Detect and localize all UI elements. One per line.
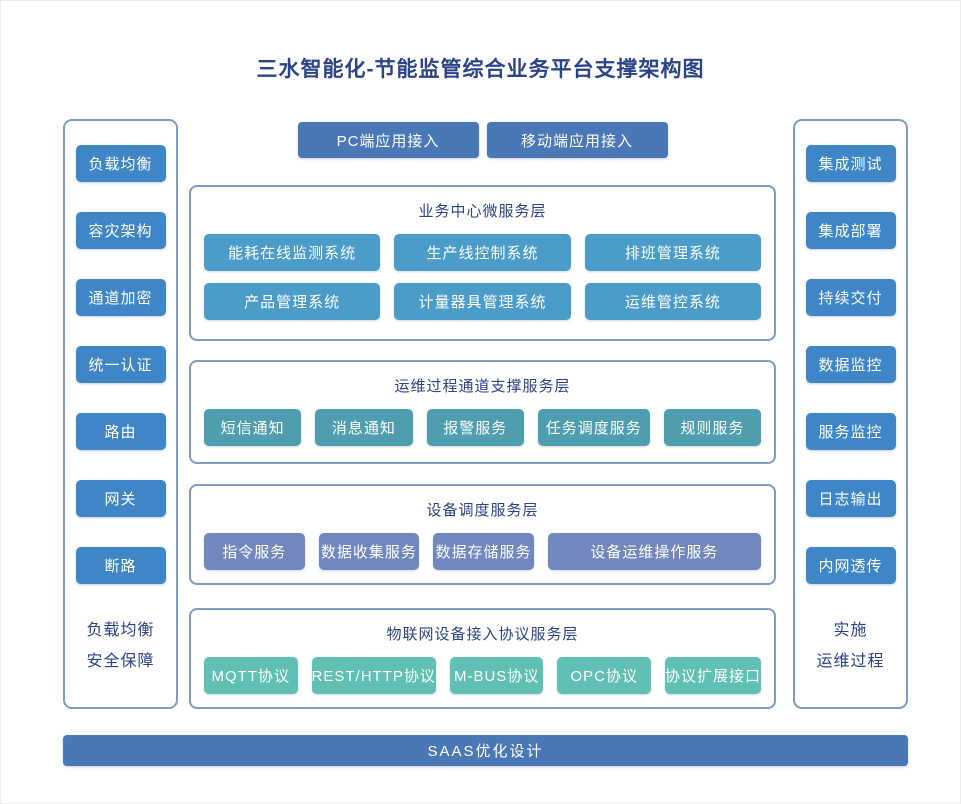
node-load-balancing: 负载均衡 — [75, 145, 166, 182]
node-device-ops-operation-service: 设备运维操作服务 — [547, 533, 762, 570]
node-disaster-recovery: 容灾架构 — [75, 212, 166, 249]
node-unified-auth: 统一认证 — [75, 346, 166, 383]
right-rail-caption-line1: 实施 — [833, 622, 868, 639]
left-rail-caption: 负载均衡 安全保障 — [86, 615, 154, 677]
node-command-service: 指令服务 — [204, 533, 305, 570]
right-rail-caption-line2: 运维过程 — [816, 653, 885, 670]
node-continuous-delivery: 持续交付 — [805, 279, 896, 316]
node-gateway: 网关 — [75, 480, 166, 517]
node-service-monitoring: 服务监控 — [805, 413, 896, 450]
iot-row: MQTT协议 REST/HTTP协议 M-BUS协议 OPC协议 协议扩展接口 — [204, 657, 761, 694]
right-rail-implementation-ops: 集成测试 集成部署 持续交付 数据监控 服务监控 日志输出 内网透传 实施 运维… — [793, 119, 908, 709]
left-rail-caption-line2: 安全保障 — [86, 653, 155, 670]
device-row: 指令服务 数据收集服务 数据存储服务 设备运维操作服务 — [204, 533, 762, 570]
node-sms-notification: 短信通知 — [204, 409, 302, 446]
node-ops-control-system: 运维管控系统 — [584, 283, 761, 320]
node-mobile-access: 移动端应用接入 — [486, 122, 668, 158]
right-rail-caption: 实施 运维过程 — [816, 615, 884, 677]
node-data-monitoring: 数据监控 — [805, 346, 896, 383]
node-metering-instrument-management: 计量器具管理系统 — [394, 283, 571, 320]
node-routing: 路由 — [75, 413, 166, 450]
business-row-2: 产品管理系统 计量器具管理系统 运维管控系统 — [204, 283, 761, 320]
node-log-output: 日志输出 — [805, 480, 896, 517]
node-circuit-break: 断路 — [75, 547, 166, 584]
node-alarm-service: 报警服务 — [426, 409, 524, 446]
panel-title-device: 设备调度服务层 — [426, 502, 539, 519]
panel-iot-protocol-layer: 物联网设备接入协议服务层 MQTT协议 REST/HTTP协议 M-BUS协议 … — [189, 608, 776, 709]
node-mqtt-protocol: MQTT协议 — [204, 657, 298, 694]
node-production-line-control: 生产线控制系统 — [394, 234, 571, 271]
node-intranet-passthrough: 内网透传 — [805, 547, 896, 584]
left-rail-load-balancing-security: 负载均衡 容灾架构 通道加密 统一认证 路由 网关 断路 负载均衡 安全保障 — [63, 119, 178, 709]
panel-title-channel: 运维过程通道支撑服务层 — [394, 378, 571, 395]
node-integration-deploy: 集成部署 — [805, 212, 896, 249]
node-mbus-protocol: M-BUS协议 — [449, 657, 544, 694]
node-protocol-extension-interface: 协议扩展接口 — [664, 657, 761, 694]
node-message-notification: 消息通知 — [315, 409, 413, 446]
node-product-management: 产品管理系统 — [204, 283, 381, 320]
saas-optimization-bar: SAAS优化设计 — [63, 735, 908, 766]
node-data-storage-service: 数据存储服务 — [433, 533, 534, 570]
node-channel-encryption: 通道加密 — [75, 279, 166, 316]
node-shift-management: 排班管理系统 — [584, 234, 761, 271]
panel-title-iot: 物联网设备接入协议服务层 — [386, 626, 579, 643]
application-access-row: PC端应用接入 移动端应用接入 — [189, 122, 776, 158]
node-pc-access: PC端应用接入 — [297, 122, 479, 158]
channel-row: 短信通知 消息通知 报警服务 任务调度服务 规则服务 — [204, 409, 761, 446]
panel-device-scheduling-layer: 设备调度服务层 指令服务 数据收集服务 数据存储服务 设备运维操作服务 — [189, 484, 776, 585]
node-opc-protocol: OPC协议 — [557, 657, 651, 694]
node-integration-test: 集成测试 — [805, 145, 896, 182]
panel-ops-channel-support-layer: 运维过程通道支撑服务层 短信通知 消息通知 报警服务 任务调度服务 规则服务 — [189, 360, 776, 464]
left-rail-caption-line1: 负载均衡 — [86, 622, 155, 639]
node-task-scheduling-service: 任务调度服务 — [537, 409, 650, 446]
node-rule-service: 规则服务 — [663, 409, 761, 446]
node-rest-http-protocol: REST/HTTP协议 — [311, 657, 436, 694]
diagram-title: 三水智能化-节能监管综合业务平台支撑架构图 — [256, 58, 705, 81]
panel-title-business: 业务中心微服务层 — [418, 203, 547, 220]
panel-business-microservice-layer: 业务中心微服务层 能耗在线监测系统 生产线控制系统 排班管理系统 产品管理系统 … — [189, 185, 776, 341]
node-energy-online-monitoring: 能耗在线监测系统 — [204, 234, 381, 271]
node-data-collection-service: 数据收集服务 — [318, 533, 420, 570]
business-row-1: 能耗在线监测系统 生产线控制系统 排班管理系统 — [204, 234, 761, 271]
